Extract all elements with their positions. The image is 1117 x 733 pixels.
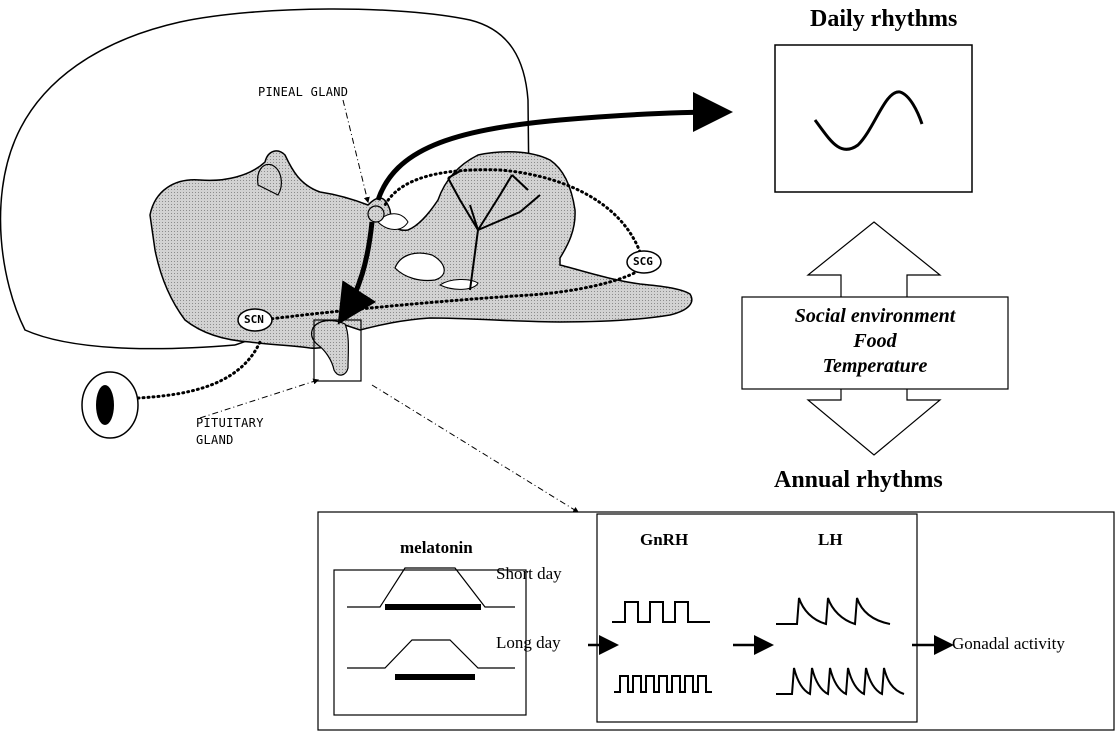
scn-label: SCN — [244, 313, 264, 326]
melatonin-label: melatonin — [400, 538, 473, 558]
retina-scn-pathway — [138, 342, 260, 398]
pituitary-leader — [200, 380, 318, 418]
lh-label: LH — [818, 530, 843, 550]
long-day-label: Long day — [496, 633, 561, 653]
pineal-gland-label: PINEAL GLAND — [258, 84, 348, 100]
brain-shape — [150, 151, 692, 348]
environment-line-food: Food — [742, 329, 1008, 354]
pineal-leader — [343, 100, 368, 202]
melatonin-short-bar — [385, 604, 481, 610]
daily-rhythms-title: Daily rhythms — [810, 6, 957, 33]
scg-label: SCG — [633, 255, 653, 268]
daily-rhythms-box — [775, 45, 972, 192]
annual-rhythms-title: Annual rhythms — [774, 467, 943, 494]
pineal-body — [368, 206, 384, 222]
short-day-label: Short day — [496, 564, 562, 584]
zoom-leader — [372, 385, 578, 512]
melatonin-long-bar — [395, 674, 475, 680]
pituitary-gland-label-line2: GLAND — [196, 432, 234, 448]
pituitary-gland-label-line1: PITUITARY — [196, 415, 264, 431]
gnrh-label: GnRH — [640, 530, 688, 550]
eye-pupil — [96, 385, 114, 425]
gonadal-activity-label: Gonadal activity — [952, 634, 1065, 654]
environment-line-social: Social environment — [742, 304, 1008, 329]
environment-line-temperature: Temperature — [742, 354, 1008, 379]
